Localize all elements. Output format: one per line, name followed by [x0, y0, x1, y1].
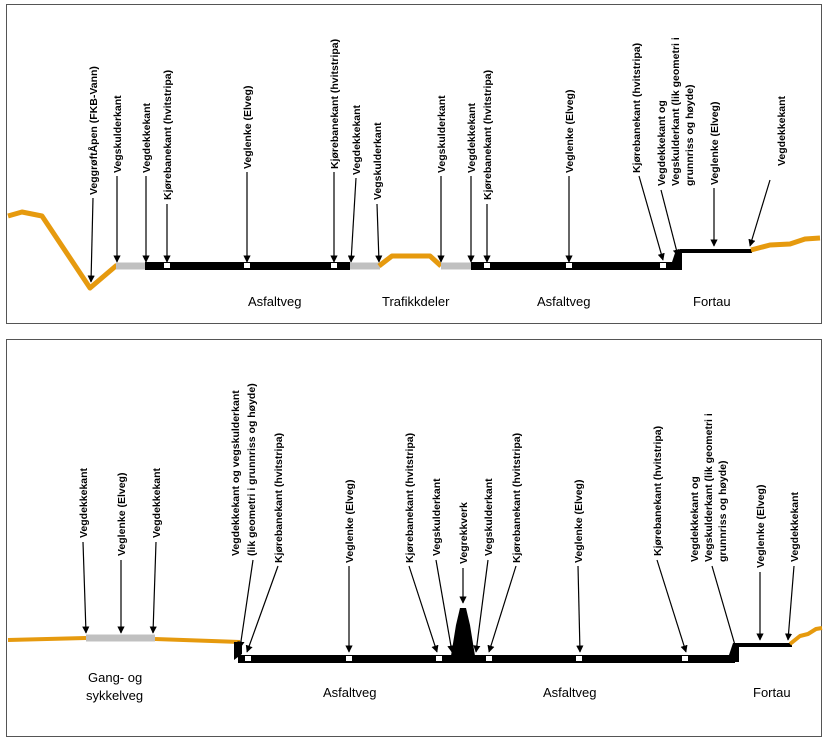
arrow	[487, 565, 517, 653]
section-trafikkdeler: Trafikkdeler	[382, 294, 450, 309]
lane-marking	[682, 656, 688, 661]
section-asfaltveg: Asfaltveg	[537, 294, 590, 309]
label-veglenke: Veglenke (Elveg)	[344, 480, 356, 563]
label-vegskulderkant: Vegskulderkant	[436, 95, 448, 173]
label-veglenke: Veglenke (Elveg)	[755, 485, 767, 568]
label-vegdekke-vegskulder: (lik geometri i grunnriss og høyde)	[246, 383, 258, 556]
section-fortau: Fortau	[693, 294, 731, 309]
label-kjorebanekant: Kjørebanekant (hvitstripa)	[511, 433, 523, 563]
bottom-arrows	[82, 541, 795, 653]
label-vegskulderkant: Vegskulderkant	[372, 122, 384, 200]
lane-marking	[331, 263, 337, 268]
label-vegdekkekant: Vegdekkekant	[78, 467, 90, 538]
label-vegrekkverk: Vegrekkverk	[458, 502, 470, 564]
label-veglenke: Veglenke (Elveg)	[564, 90, 576, 173]
label-kjorebanekant: Kjørebanekant (hvitstripa)	[652, 426, 664, 556]
top-arrows	[87, 172, 771, 283]
lane-marking	[660, 263, 666, 268]
top-geometry	[7, 209, 821, 291]
arrow	[87, 197, 95, 283]
section-gang-sykkelveg: sykkelveg	[86, 688, 143, 703]
label-vegdekkekant: Vegdekkekant	[151, 467, 163, 538]
label-kjorebanekant: Kjørebanekant (hvitstripa)	[329, 39, 341, 169]
label-vegskulderkant: Vegskulderkant	[431, 478, 443, 556]
label-kjorebanekant: Kjørebanekant (hvitstripa)	[631, 43, 643, 173]
arrow	[237, 559, 254, 649]
arrow	[576, 565, 584, 653]
arrow	[82, 541, 90, 634]
bottom-cross-section-panel	[6, 339, 822, 737]
section-asfaltveg: Asfaltveg	[543, 685, 596, 700]
vegrekkverk-barrier	[450, 608, 476, 662]
section-asfaltveg: Asfaltveg	[323, 685, 376, 700]
label-vegdekkekant-og: grunnriss og høyde)	[684, 84, 696, 186]
arrow	[375, 203, 383, 263]
arrow	[656, 559, 688, 653]
top-labels: VeggrøftÅpen (FKB-Vann) Vegskulderkant V…	[87, 37, 788, 200]
label-veggroft: VeggrøftÅpen (FKB-Vann)	[87, 66, 100, 195]
label-vegdekkekant: Vegdekkekant	[776, 95, 788, 166]
arrow	[347, 177, 357, 263]
label-vegdekkekant-og: Vegskulderkant (lik geometri i	[670, 37, 682, 186]
label-vegskulderkant: Vegskulderkant	[483, 478, 495, 556]
arrow	[245, 565, 279, 653]
lane-marking	[436, 656, 442, 661]
label-vegdekkekant-og: Vegdekkekant og	[689, 476, 701, 562]
centerline-marker	[576, 656, 582, 661]
label-vegdekkekant: Vegdekkekant	[141, 102, 153, 173]
label-vegdekke-vegskulder: Vegdekkekant og vegskulderkant	[230, 390, 242, 556]
label-veglenke: Veglenke (Elveg)	[573, 480, 585, 563]
label-vegdekkekant-og: Vegdekkekant og	[656, 100, 668, 186]
bottom-sections: Gang- og sykkelveg Asfaltveg Asfaltveg F…	[86, 670, 791, 703]
label-vegdekkekant: Vegdekkekant	[789, 491, 801, 562]
terrain-mid	[154, 637, 241, 644]
label-kjorebanekant: Kjørebanekant (hvitstripa)	[273, 433, 285, 563]
label-kjorebanekant: Kjørebanekant (hvitstripa)	[404, 433, 416, 563]
terrain-median	[377, 253, 443, 268]
section-fortau: Fortau	[753, 685, 791, 700]
label-veglenke: Veglenke (Elveg)	[116, 473, 128, 556]
centerline-marker	[244, 263, 250, 268]
bottom-labels: Vegdekkekant Veglenke (Elveg) Vegdekkeka…	[78, 383, 801, 568]
arrow	[784, 565, 795, 641]
arrow	[149, 541, 157, 634]
top-cross-section-panel	[6, 4, 822, 324]
arrow	[435, 559, 455, 653]
arrow	[748, 179, 771, 247]
terrain-right	[750, 235, 821, 253]
label-veglenke: Veglenke (Elveg)	[709, 102, 721, 185]
label-kjorebanekant: Kjørebanekant (hvitstripa)	[162, 70, 174, 200]
arrow	[638, 175, 665, 261]
terrain-left	[7, 209, 119, 291]
label-vegdekkekant: Vegdekkekant	[466, 102, 478, 173]
lane-marking	[484, 263, 490, 268]
centerline-marker	[346, 656, 352, 661]
lane-marking	[164, 263, 170, 268]
arrow	[473, 559, 489, 653]
arrow	[408, 565, 439, 653]
label-vegdekkekant-og: grunnriss og høyde)	[717, 460, 729, 562]
lane-marking	[245, 656, 251, 661]
arrow	[711, 565, 739, 653]
lane-marking	[486, 656, 492, 661]
terrain-right	[788, 626, 823, 646]
bottom-geometry	[7, 608, 823, 663]
centerline-marker	[566, 263, 572, 268]
label-vegdekkekant: Vegdekkekant	[351, 104, 363, 175]
section-asfaltveg: Asfaltveg	[248, 294, 301, 309]
label-vegdekkekant-og: Vegskulderkant (lik geometri i	[703, 413, 715, 562]
label-vegskulderkant: Vegskulderkant	[112, 95, 124, 173]
top-sections: Asfaltveg Trafikkdeler Asfaltveg Fortau	[248, 294, 731, 309]
label-veglenke: Veglenke (Elveg)	[242, 86, 254, 169]
section-gang-sykkelveg: Gang- og	[88, 670, 142, 685]
label-kjorebanekant: Kjørebanekant (hvitstripa)	[482, 70, 494, 200]
terrain-left	[7, 636, 87, 642]
arrow	[660, 189, 680, 257]
